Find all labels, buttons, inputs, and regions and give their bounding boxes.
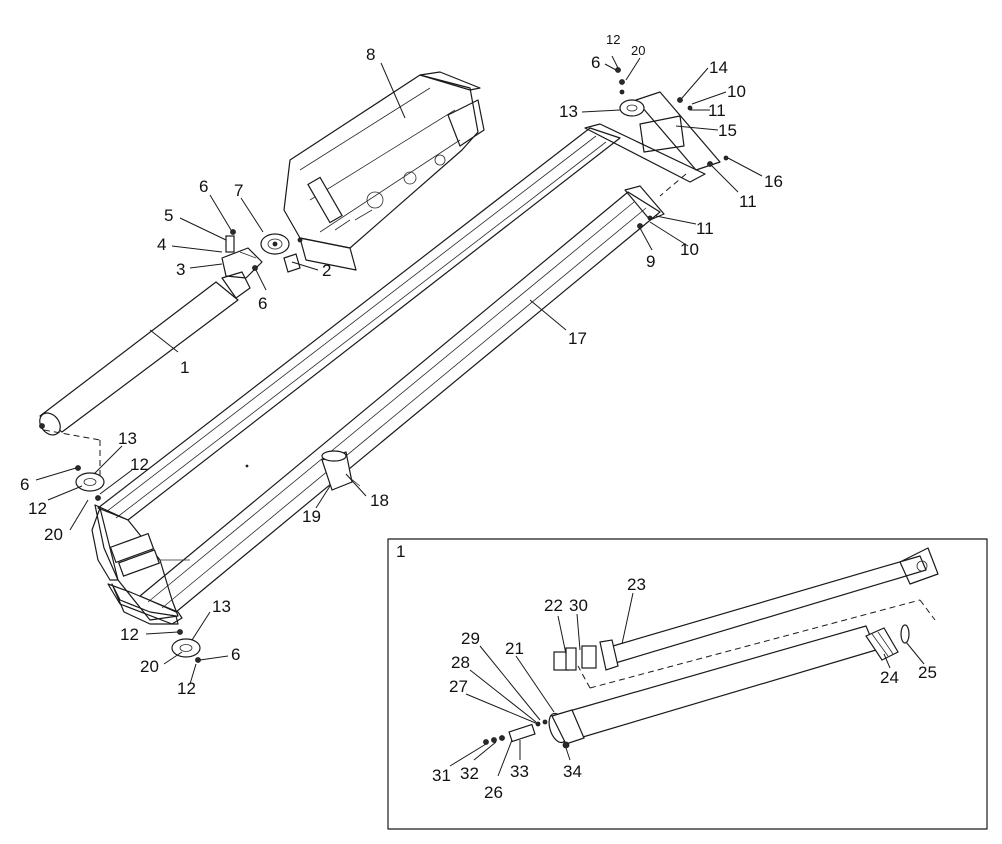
label-16: 16 (764, 172, 783, 191)
label-6-left: 6 (20, 475, 29, 494)
label-13-left: 13 (118, 429, 137, 448)
bracket-assembly-3-6 (221, 229, 263, 279)
label-20-left: 20 (44, 525, 63, 544)
label-32: 32 (460, 764, 479, 783)
label-12-top: 12 (606, 32, 620, 47)
label-18: 18 (370, 491, 389, 510)
inset-title: 1 (396, 542, 405, 561)
label-15: 15 (718, 121, 737, 140)
label-5: 5 (164, 206, 173, 225)
label-12-bottom: 12 (120, 625, 139, 644)
part-labels: 8 6 7 5 4 3 6 2 1 12 20 6 14 10 11 13 15… (20, 32, 937, 802)
label-21: 21 (505, 639, 524, 658)
label-13-top: 13 (559, 102, 578, 121)
label-3: 3 (176, 260, 185, 279)
label-6-bottom: 6 (231, 645, 240, 664)
carriage-part-8 (283, 71, 485, 271)
label-14: 14 (709, 58, 728, 77)
label-25: 25 (918, 663, 937, 682)
pulley-part-7 (260, 233, 290, 255)
label-30: 30 (569, 596, 588, 615)
label-28: 28 (451, 653, 470, 672)
label-12-bottom-low: 12 (177, 679, 196, 698)
label-7: 7 (234, 181, 243, 200)
lower-right-bolts (637, 215, 653, 229)
label-1: 1 (180, 358, 189, 377)
label-9: 9 (646, 252, 655, 271)
upper-right-end-assembly (615, 67, 729, 197)
label-13-bottom: 13 (212, 597, 231, 616)
label-17: 17 (568, 329, 587, 348)
label-10-low: 10 (680, 240, 699, 259)
label-6-top-right: 6 (591, 53, 600, 72)
label-33: 33 (510, 762, 529, 781)
label-6-upper: 6 (199, 177, 208, 196)
pin-part-2 (283, 237, 303, 273)
cylinder-part-1 (39, 271, 251, 436)
label-4: 4 (157, 235, 166, 254)
left-pulley-lower (171, 629, 201, 663)
label-12-left: 12 (130, 455, 149, 474)
label-2: 2 (322, 261, 331, 280)
label-22: 22 (544, 596, 563, 615)
label-20-top: 20 (631, 43, 645, 58)
label-29: 29 (461, 629, 480, 648)
label-10-top: 10 (727, 82, 746, 101)
label-34: 34 (563, 762, 582, 781)
label-12-left-low: 12 (28, 499, 47, 518)
inset-detail-cylinder (387, 538, 988, 830)
label-20-bottom: 20 (140, 657, 159, 676)
label-11-mid: 11 (739, 192, 757, 211)
label-23: 23 (627, 575, 646, 594)
label-31: 31 (432, 766, 451, 785)
boom-frame-part-17 (91, 123, 706, 625)
label-26: 26 (484, 783, 503, 802)
leader-lines-main (35, 55, 763, 685)
label-11-top: 11 (708, 101, 726, 120)
label-24: 24 (880, 668, 899, 687)
label-8: 8 (366, 45, 375, 64)
label-27: 27 (449, 677, 468, 696)
left-pulley-upper (43, 429, 105, 501)
sleeve-part-18-19 (321, 450, 361, 491)
label-19: 19 (302, 507, 321, 526)
label-11-low: 11 (696, 219, 714, 238)
label-6-mid: 6 (258, 294, 267, 313)
